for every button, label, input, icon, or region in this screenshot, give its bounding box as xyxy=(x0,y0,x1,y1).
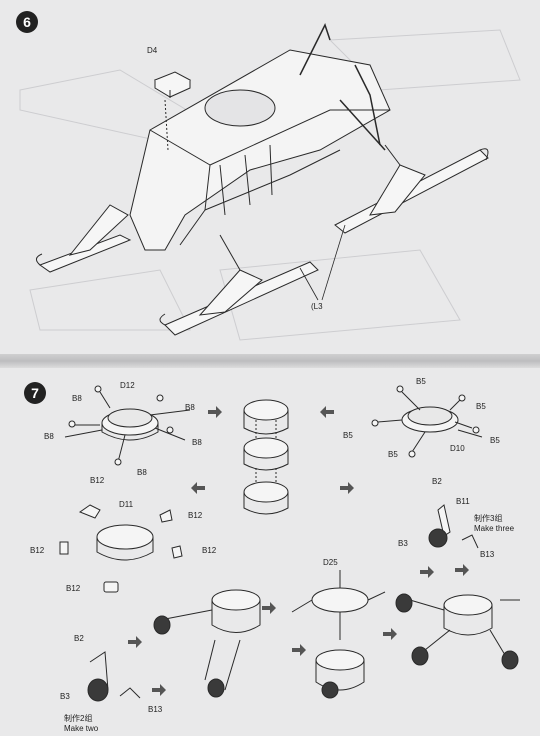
part-label-b5: B5 xyxy=(476,402,486,411)
part-label-b2: B2 xyxy=(432,477,442,486)
part-label-b3: B3 xyxy=(60,692,70,701)
part-label-b13: B13 xyxy=(480,550,495,559)
part-label-d4: D4 xyxy=(147,46,158,55)
part-label-b8: B8 xyxy=(192,438,202,447)
part-label-b2: B2 xyxy=(74,634,84,643)
part-label-d12: D12 xyxy=(120,381,135,390)
part-label-b5: B5 xyxy=(388,450,398,459)
part-label-b8: B8 xyxy=(185,403,195,412)
part-label-d11: D11 xyxy=(119,500,134,509)
part-label-b8: B8 xyxy=(44,432,54,441)
step-6-badge: 6 xyxy=(16,11,38,33)
part-label-b12: B12 xyxy=(90,476,105,485)
part-label-b12: B12 xyxy=(188,511,203,520)
part-label-l3: (L3 xyxy=(311,302,323,311)
part-label-b12: B12 xyxy=(66,584,81,593)
page-fold xyxy=(0,354,540,368)
part-label-b5: B5 xyxy=(490,436,500,445)
make-three-note: 制作3组 Make three xyxy=(474,514,515,533)
part-label-b3: B3 xyxy=(398,539,408,548)
part-label-b8: B8 xyxy=(137,468,147,477)
part-label-d10: D10 xyxy=(450,444,465,453)
step-7-badge: 7 xyxy=(24,382,46,404)
part-label-b12: B12 xyxy=(202,546,217,555)
part-label-b12: B12 xyxy=(30,546,45,555)
part-label-d25: D25 xyxy=(323,558,338,567)
part-label-b8: B8 xyxy=(72,394,82,403)
part-label-b5: B5 xyxy=(416,377,426,386)
part-label-b11: B11 xyxy=(456,497,470,506)
part-label-b5: B5 xyxy=(343,431,353,440)
part-label-b13: B13 xyxy=(148,705,163,714)
make-two-note: 制作2组 Make two xyxy=(64,714,99,733)
